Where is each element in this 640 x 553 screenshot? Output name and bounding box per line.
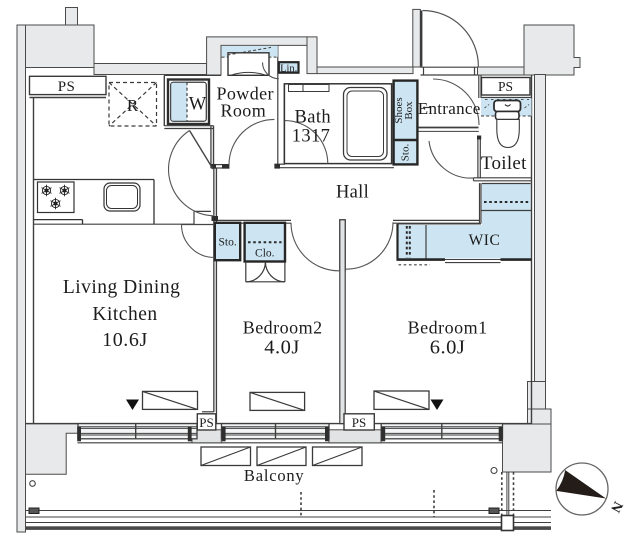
svg-text:Toilet: Toilet [481,153,527,174]
svg-text:Entrance: Entrance [418,99,481,118]
svg-text:PS: PS [58,79,76,95]
svg-text:Sto.: Sto. [400,144,412,162]
svg-text:Sto.: Sto. [218,237,236,249]
svg-text:PS: PS [352,415,366,430]
svg-text:Bedroom2: Bedroom2 [243,317,323,337]
svg-text:Kitchen: Kitchen [92,304,157,325]
svg-text:6.0J: 6.0J [430,336,466,358]
svg-text:Bedroom1: Bedroom1 [408,317,488,337]
svg-text:Shoes: Shoes [393,97,405,123]
svg-text:4.0J: 4.0J [264,336,300,358]
svg-text:Living Dining: Living Dining [63,277,181,298]
svg-text:PS: PS [199,415,213,430]
svg-text:Balcony: Balcony [244,466,305,485]
svg-text:Lin.: Lin. [280,63,297,74]
svg-text:Box: Box [403,101,415,120]
svg-text:10.6J: 10.6J [102,329,148,351]
svg-text:Powder: Powder [216,83,273,103]
svg-text:WIC: WIC [469,232,501,249]
svg-text:Bath: Bath [295,108,332,128]
svg-text:1317: 1317 [292,126,331,146]
svg-text:PS: PS [498,79,513,94]
svg-text:Hall: Hall [336,182,369,202]
svg-text:Room: Room [220,100,266,120]
svg-text:Clo.: Clo. [255,248,275,260]
svg-text:R: R [127,96,139,115]
svg-text:W: W [189,94,207,114]
